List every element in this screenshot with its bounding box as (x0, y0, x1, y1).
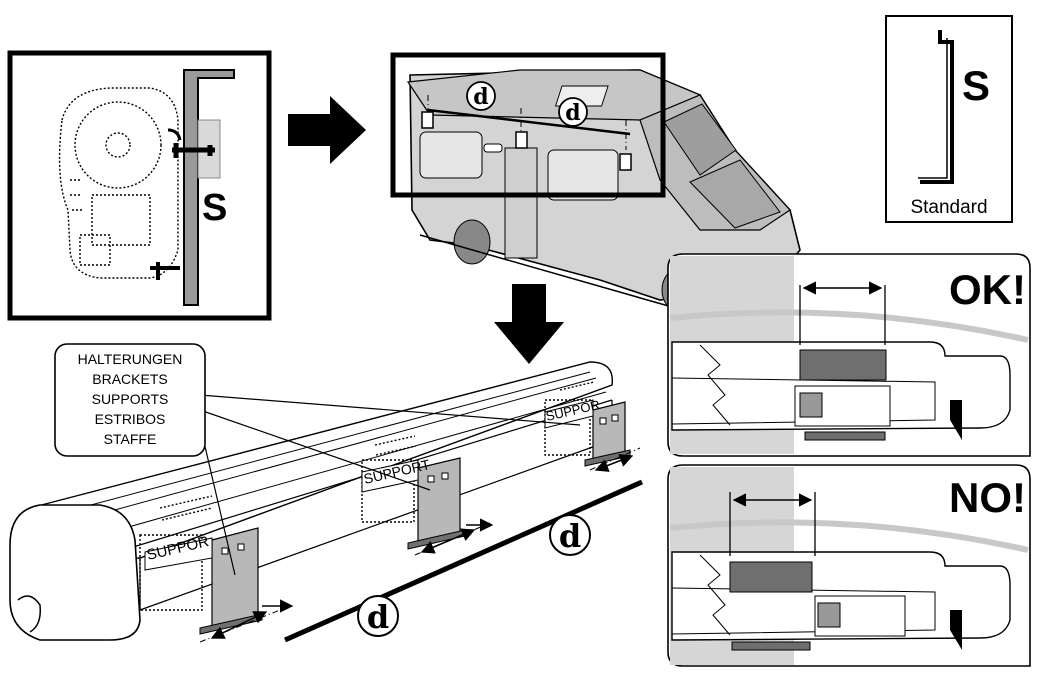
van-highlight-frame (390, 52, 666, 198)
camper-van-illustration (406, 69, 801, 316)
svg-text:d: d (367, 598, 389, 636)
standard-profile-panel: S Standard (885, 15, 1013, 223)
awning-spacing-marker-2: d (549, 514, 591, 556)
callout-line-5: STAFFE (104, 431, 157, 447)
callout-line-4: ESTRIBOS (95, 411, 166, 427)
awning-assembly (9, 361, 644, 643)
profile-letter: S (202, 187, 227, 229)
callout-line-1: HALTERUNGEN (78, 351, 183, 367)
ok-verdict: OK! (949, 266, 1026, 313)
svg-text:d: d (473, 84, 488, 110)
bracket-callout: HALTERUNGEN BRACKETS SUPPORTS ESTRIBOS S… (54, 343, 581, 576)
svg-text:d: d (559, 517, 581, 555)
awning-cassette-outline (58, 87, 179, 279)
callout-line-2: BRACKETS (92, 371, 167, 387)
ok-example-panel: OK! (667, 253, 1031, 457)
profile-detail-panel: S (7, 50, 272, 321)
no-example-panel: NO! (667, 464, 1031, 667)
van-spacing-marker-2: d (558, 97, 588, 127)
van-spacing-marker-1: d (466, 81, 496, 111)
standard-profile-letter: S (962, 62, 990, 109)
no-verdict: NO! (949, 474, 1026, 521)
standard-caption: Standard (910, 197, 987, 218)
arrow-down-icon (494, 284, 564, 364)
arrow-right-icon (288, 96, 366, 164)
awning-spacing-marker-1: d (357, 595, 399, 637)
s-profile-rail (150, 69, 235, 306)
svg-text:d: d (565, 100, 580, 126)
callout-line-3: SUPPORTS (92, 391, 169, 407)
